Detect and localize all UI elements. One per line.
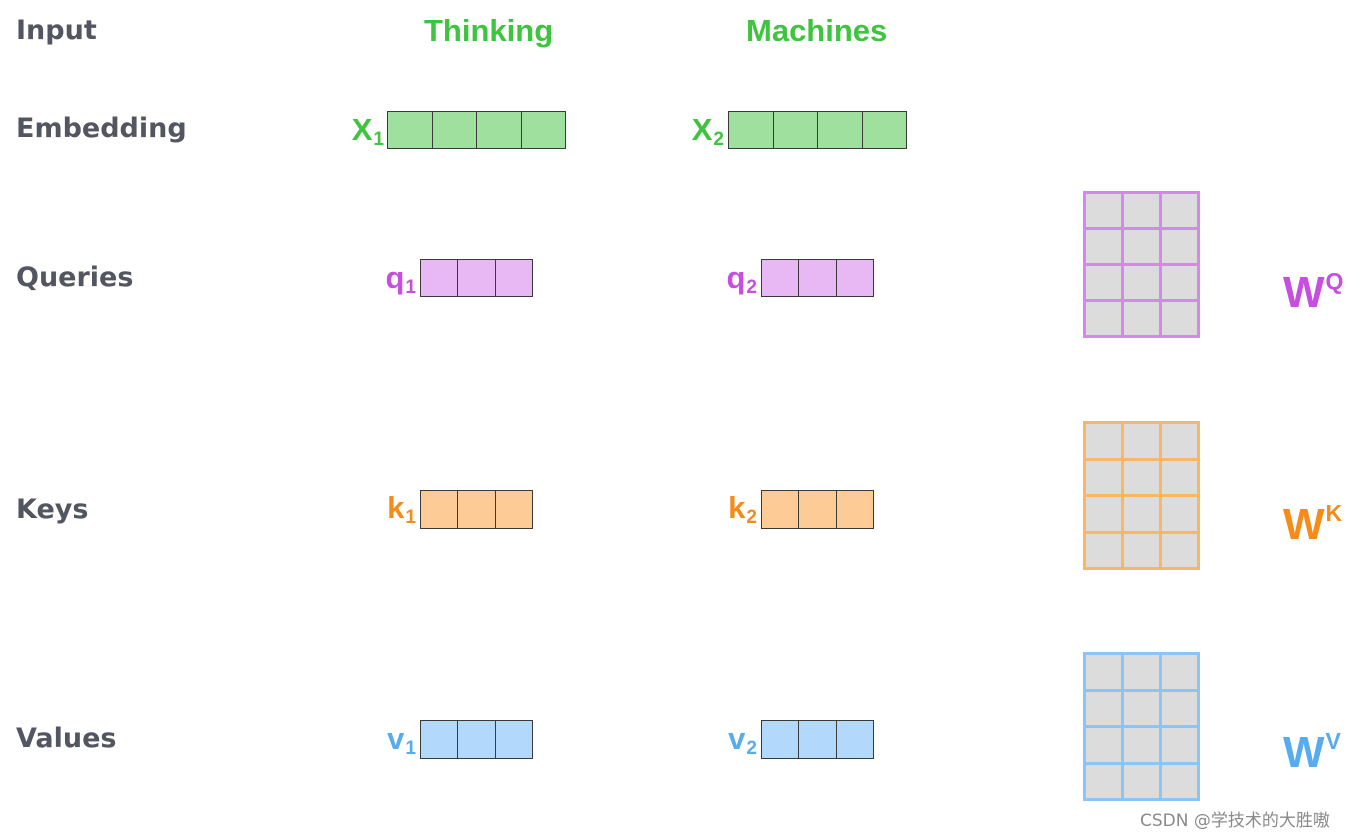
matrix-cell (1124, 302, 1159, 335)
embedding-label-x2: X2 (691, 112, 724, 150)
matrix-cell (1162, 655, 1197, 689)
matrix-cell (1124, 497, 1159, 531)
matrix-cell (1124, 230, 1159, 263)
matrix-cell (1086, 728, 1121, 762)
matrix-cell (1162, 497, 1197, 531)
weight-matrix-wk (1083, 421, 1200, 570)
query-vector-q1 (420, 259, 533, 297)
input-word-machines: Machines (746, 13, 888, 48)
matrix-cell (1124, 764, 1159, 798)
matrix-cell (1086, 497, 1121, 531)
matrix-cell (1162, 230, 1197, 263)
matrix-cell (1162, 728, 1197, 762)
query-label-q2: q2 (726, 260, 757, 298)
weight-label-wq: WQ (1283, 268, 1344, 317)
matrix-cell (1162, 460, 1197, 494)
matrix-cell (1162, 424, 1197, 458)
matrix-cell (1162, 691, 1197, 725)
key-label-k1: k1 (387, 490, 416, 528)
input-word-thinking: Thinking (424, 13, 554, 48)
weight-matrix-wv (1083, 652, 1200, 801)
matrix-cell (1124, 728, 1159, 762)
value-vector-v1 (420, 720, 533, 759)
matrix-cell (1124, 266, 1159, 299)
matrix-cell (1162, 302, 1197, 335)
key-vector-k2 (761, 490, 874, 529)
matrix-cell (1162, 266, 1197, 299)
matrix-cell (1086, 302, 1121, 335)
watermark: CSDN @学技术的大胜嗷 (1140, 811, 1330, 831)
embedding-vector-x1 (387, 111, 566, 149)
row-label-keys: Keys (16, 494, 89, 525)
matrix-cell (1086, 764, 1121, 798)
matrix-cell (1124, 460, 1159, 494)
row-label-embedding: Embedding (16, 113, 187, 144)
value-vector-v2 (761, 720, 874, 759)
matrix-cell (1124, 424, 1159, 458)
weight-label-wv: WV (1283, 728, 1341, 777)
query-vector-q2 (761, 259, 874, 297)
matrix-cell (1162, 533, 1197, 567)
key-vector-k1 (420, 490, 533, 529)
matrix-cell (1124, 533, 1159, 567)
matrix-cell (1086, 230, 1121, 263)
embedding-label-x1: X1 (351, 112, 384, 150)
weight-label-wk: WK (1283, 500, 1343, 549)
matrix-cell (1086, 691, 1121, 725)
matrix-cell (1162, 194, 1197, 227)
matrix-cell (1086, 266, 1121, 299)
matrix-cell (1086, 424, 1121, 458)
value-label-v1: v1 (387, 721, 416, 759)
weight-matrix-wq (1083, 191, 1200, 338)
row-label-queries: Queries (16, 262, 134, 293)
matrix-cell (1086, 194, 1121, 227)
row-label-values: Values (16, 723, 117, 754)
matrix-cell (1124, 194, 1159, 227)
matrix-cell (1124, 655, 1159, 689)
matrix-cell (1086, 460, 1121, 494)
matrix-cell (1162, 764, 1197, 798)
query-label-q1: q1 (385, 260, 416, 298)
matrix-cell (1086, 655, 1121, 689)
value-label-v2: v2 (728, 721, 757, 759)
embedding-vector-x2 (728, 111, 907, 149)
row-label-input: Input (16, 15, 97, 46)
key-label-k2: k2 (728, 490, 757, 528)
matrix-cell (1086, 533, 1121, 567)
matrix-cell (1124, 691, 1159, 725)
